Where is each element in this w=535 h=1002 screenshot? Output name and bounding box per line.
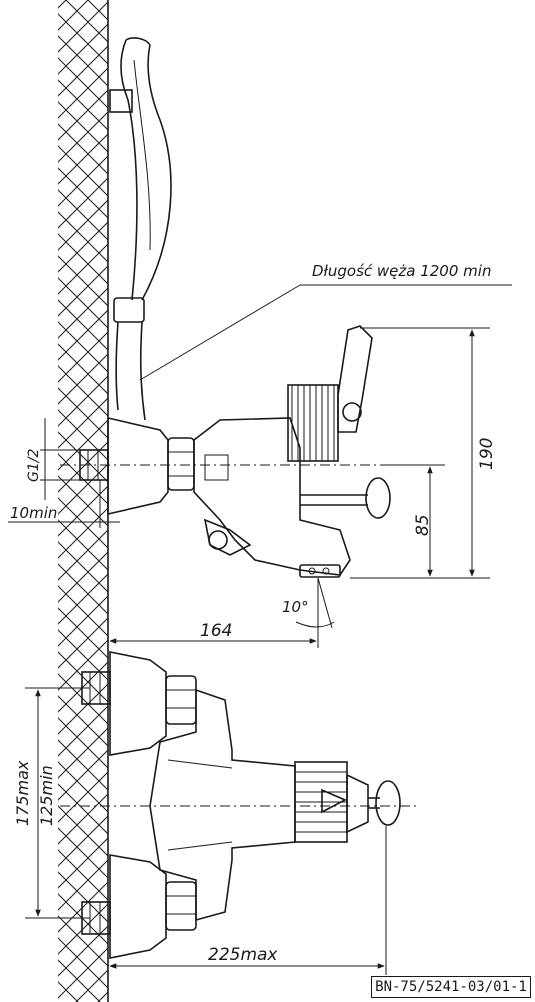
upper-flange — [109, 651, 167, 756]
spacing-max-label: 175max — [13, 760, 32, 826]
mixer-body — [193, 417, 351, 576]
top-view-mixer — [60, 651, 420, 959]
dim-85 — [380, 464, 445, 577]
aerator — [299, 564, 341, 578]
spout — [203, 518, 252, 556]
dim-164 — [109, 620, 319, 648]
hose-nut — [113, 297, 145, 323]
hook-bracket — [109, 89, 133, 113]
dim-angle — [295, 577, 335, 629]
top-body — [149, 688, 296, 922]
lever-handle — [337, 325, 373, 433]
drawing-code: BN-75/5241-03/01-1 — [371, 976, 531, 998]
shower-handset — [120, 37, 172, 301]
dim-164-label: 164 — [200, 621, 232, 641]
top-diverter-knob — [375, 780, 401, 826]
dim-spacing — [25, 687, 90, 919]
shower-hose — [115, 321, 146, 421]
hose-length-label: Długość węża 1200 min — [312, 262, 491, 280]
clearance-label: 10min — [10, 504, 57, 522]
dim-190 — [350, 327, 490, 579]
handle-indicator — [321, 788, 347, 814]
angle-label: 10° — [282, 598, 309, 616]
wall-flange — [107, 416, 169, 516]
cartridge-knob — [287, 384, 339, 462]
union-nut — [167, 437, 195, 491]
hose-leader — [139, 284, 512, 381]
dim-thread — [40, 418, 80, 500]
dim-85-label: 85 — [413, 514, 433, 536]
dim-190-label: 190 — [477, 438, 497, 470]
dim-10min — [8, 480, 120, 528]
thread-label: G1/2 — [26, 449, 42, 482]
spacing-min-label: 125min — [37, 765, 56, 826]
diverter-knob — [365, 477, 391, 519]
dim-225 — [109, 826, 387, 975]
lower-flange — [109, 854, 167, 959]
side-view-mixer — [60, 37, 400, 578]
dim-225-label: 225max — [208, 945, 278, 965]
